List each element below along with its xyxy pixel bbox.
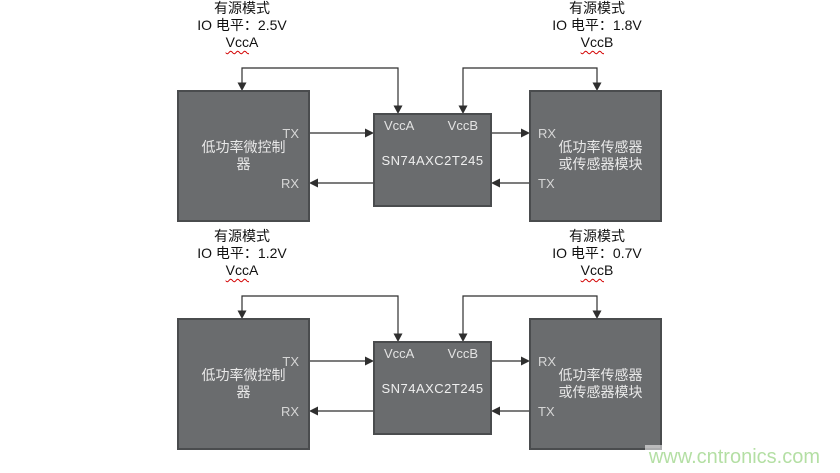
level-shifter-block: VccA VccB SN74AXC2T245 (373, 113, 492, 207)
mode-label: 有源模式 (569, 0, 625, 16)
vcc-channel: B (604, 262, 614, 278)
vcc-channel: A (249, 262, 259, 278)
arrowhead-left-icon (491, 406, 500, 416)
level-shifter-diagram-2: 有源模式 IO 电平：1.2V VccA 有源模式 IO 电平：0.7V Vcc… (0, 228, 840, 458)
sensor-tx-port: TX (538, 404, 555, 419)
vcc-label: VccB (504, 34, 690, 51)
mcu-tx-port: TX (282, 354, 299, 369)
vcc-channel: A (249, 34, 259, 50)
level-shifter-diagram-1: 有源模式 IO 电平：2.5V VccA 有源模式 IO 电平：1.8V Vcc… (0, 0, 840, 230)
vcc-channel: B (604, 34, 614, 50)
vcca-annotation: 有源模式 IO 电平：1.2V VccA (149, 228, 335, 279)
vcc-word: Vcc (225, 262, 249, 278)
shifter-vcca-pin: VccA (384, 346, 415, 361)
vccb-annotation: 有源模式 IO 电平：1.8V VccB (504, 0, 690, 51)
mcu-label: 低功率微控制 器 (201, 367, 286, 400)
mcu-block: 低功率微控制 器 TX RX (177, 318, 310, 450)
arrowhead-left-icon (309, 178, 318, 188)
vcc-label: VccB (504, 262, 690, 279)
sensor-rx-port: RX (538, 126, 557, 141)
vcc-label: VccA (149, 262, 335, 279)
io-level-label: IO 电平：1.2V (197, 245, 287, 261)
mcu-block: 低功率微控制 器 TX RX (177, 90, 310, 222)
mcu-tx-port: TX (282, 126, 299, 141)
mode-label: 有源模式 (569, 228, 625, 244)
mode-label: 有源模式 (214, 0, 270, 16)
vcc-word: Vcc (580, 34, 604, 50)
mcu-label: 低功率微控制 器 (201, 139, 286, 172)
mcu-rx-port: RX (280, 176, 299, 191)
io-level-label: IO 电平：2.5V (197, 17, 287, 33)
io-level-label: IO 电平：0.7V (552, 245, 642, 261)
vcca-annotation: 有源模式 IO 电平：2.5V VccA (149, 0, 335, 51)
sensor-rx-port: RX (538, 354, 557, 369)
site-watermark: www.cntronics.com (644, 445, 824, 470)
io-level-label: IO 电平：1.8V (552, 17, 642, 33)
shifter-vccb-pin: VccB (447, 118, 478, 133)
mcu-rx-port: RX (280, 404, 299, 419)
sensor-block: 低功率传感器 或传感器模块 RX TX (529, 90, 662, 222)
level-shifter-block: VccA VccB SN74AXC2T245 (373, 341, 492, 435)
shifter-vccb-pin: VccB (447, 346, 478, 361)
mode-label: 有源模式 (214, 228, 270, 244)
shifter-vcca-pin: VccA (384, 118, 415, 133)
vcc-word: Vcc (225, 34, 249, 50)
sensor-label: 低功率传感器 或传感器模块 (558, 367, 643, 400)
arrowhead-left-icon (491, 178, 500, 188)
sensor-tx-port: TX (538, 176, 555, 191)
vccb-annotation: 有源模式 IO 电平：0.7V VccB (504, 228, 690, 279)
sensor-block: 低功率传感器 或传感器模块 RX TX (529, 318, 662, 450)
shifter-part-number: SN74AXC2T245 (381, 381, 484, 396)
vcc-label: VccA (149, 34, 335, 51)
arrowhead-left-icon (309, 406, 318, 416)
shifter-part-number: SN74AXC2T245 (381, 153, 484, 168)
sensor-label: 低功率传感器 或传感器模块 (558, 139, 643, 172)
vcc-word: Vcc (580, 262, 604, 278)
